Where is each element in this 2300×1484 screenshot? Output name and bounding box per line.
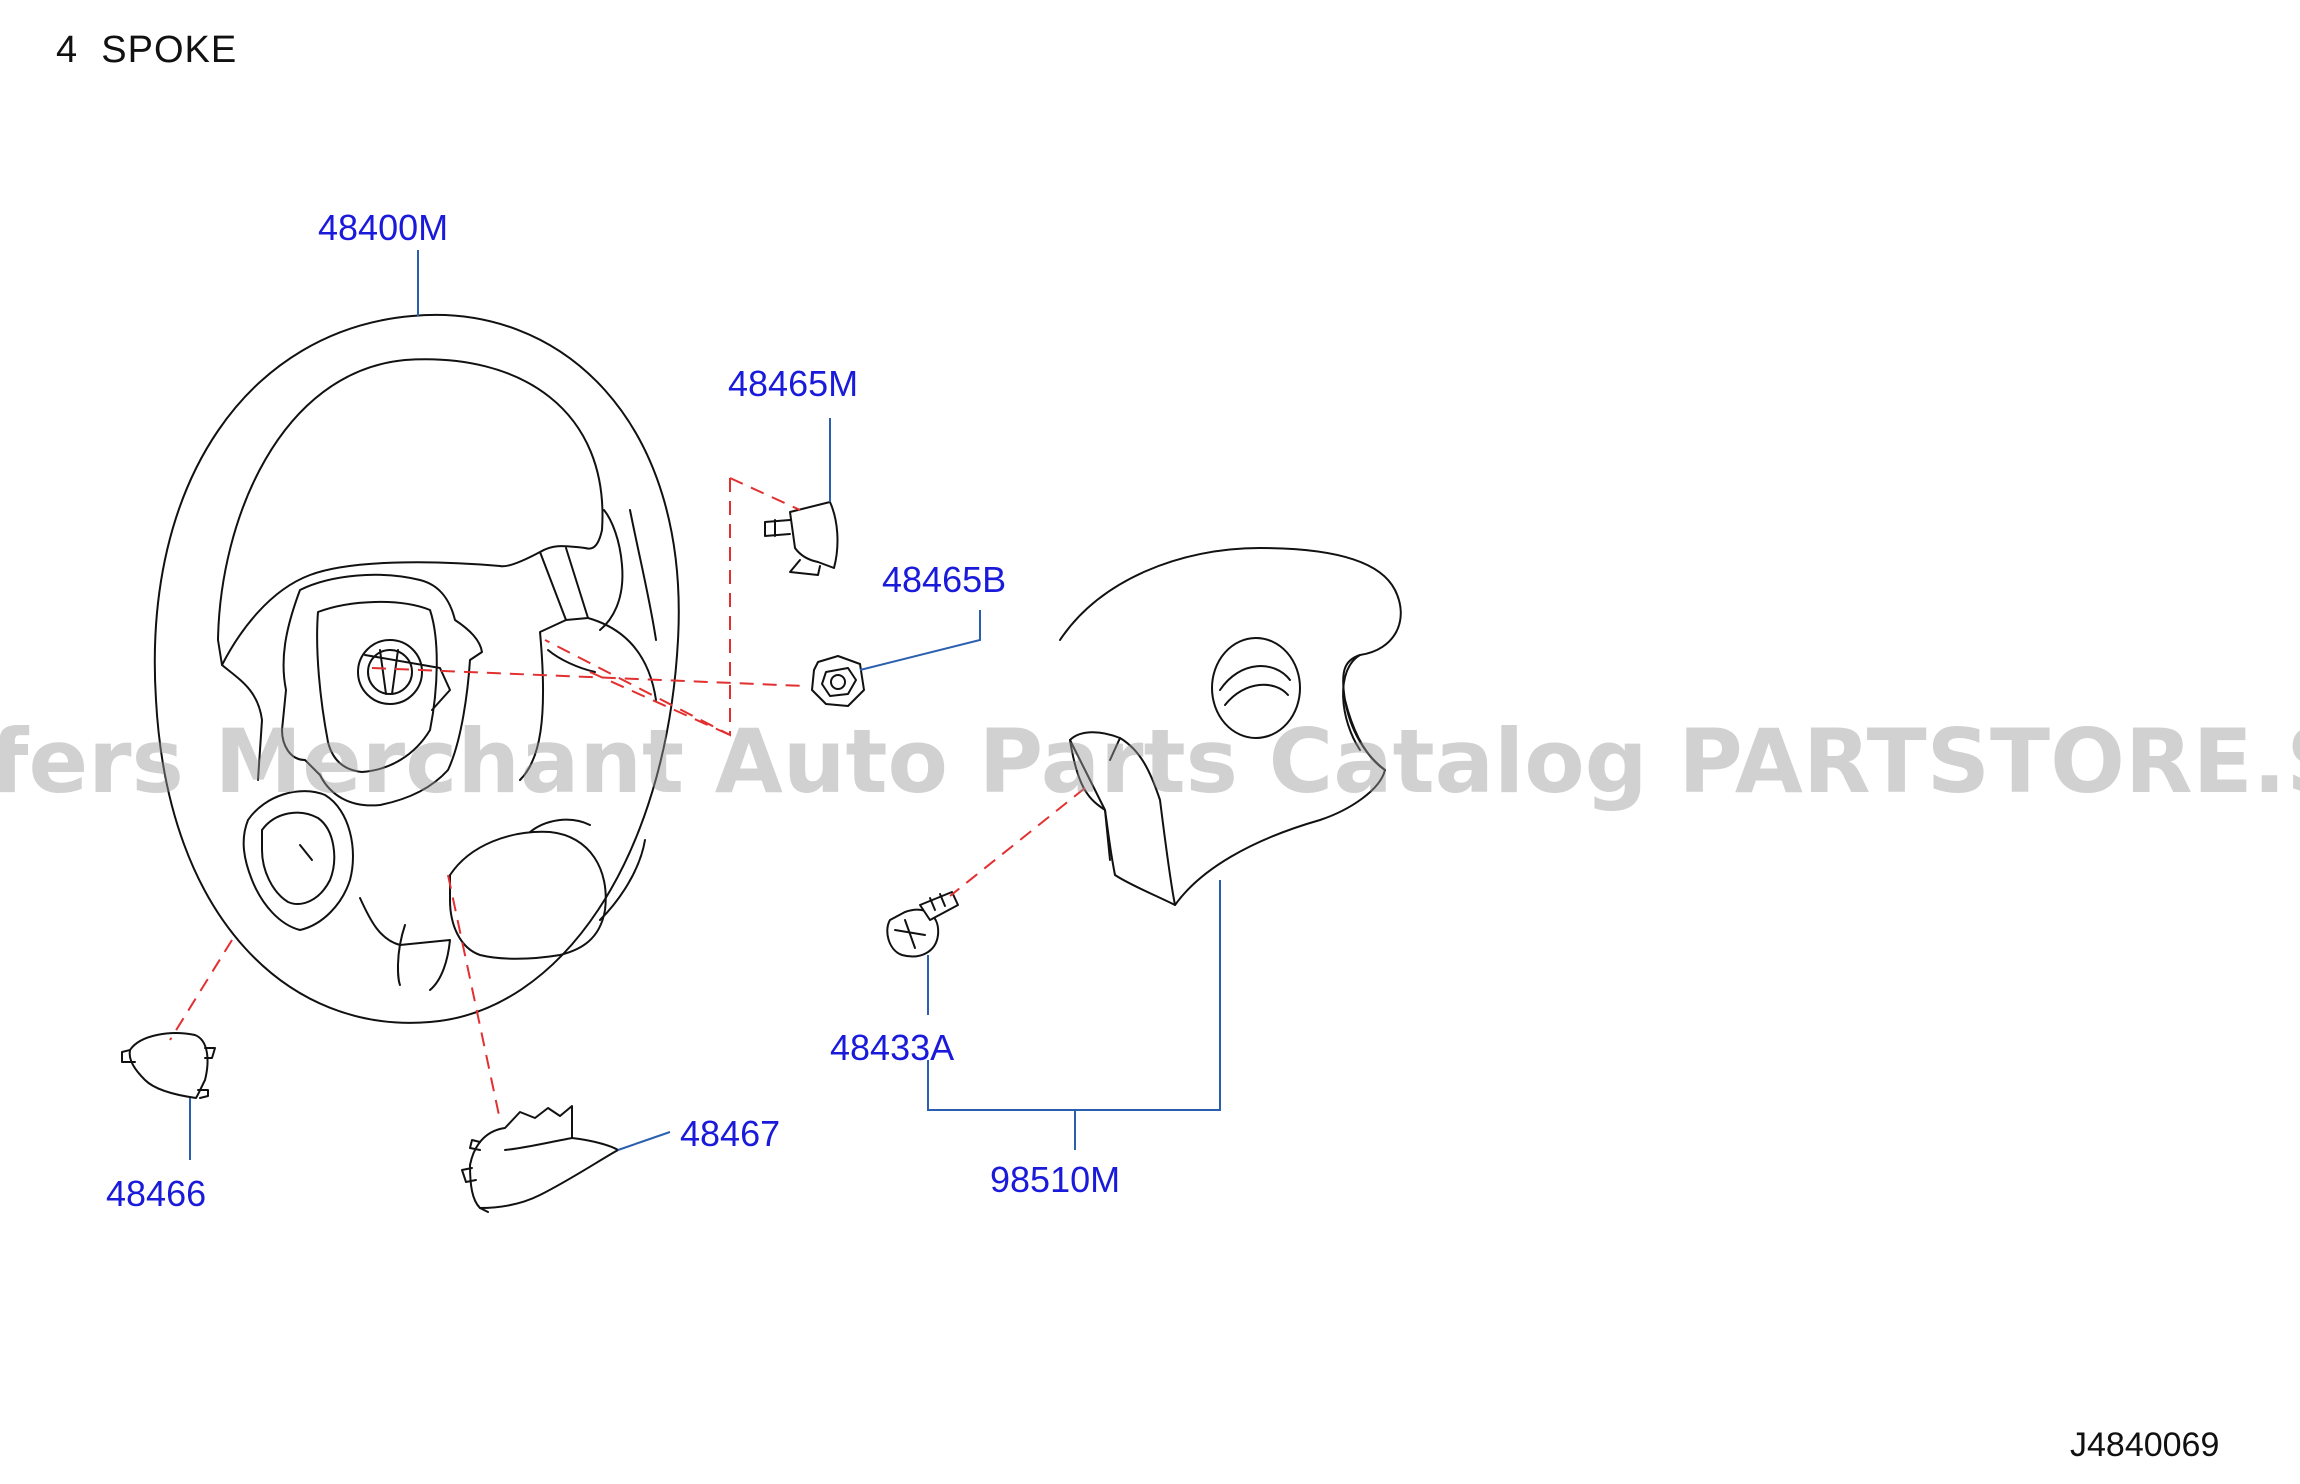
- dashed-connectors: [169, 477, 1086, 1121]
- part-labels: 48400M 48465M 48465B 48466 48467 48433A …: [106, 207, 1120, 1214]
- nut-drawing[interactable]: [811, 655, 865, 707]
- airbag-module-drawing[interactable]: [1059, 547, 1402, 906]
- diagram-title: 4 SPOKE: [56, 29, 237, 71]
- diagram-code: J4840069: [2070, 1426, 2219, 1464]
- part-label-48467[interactable]: 48467: [680, 1113, 780, 1154]
- leader-lines: [189, 250, 1221, 1160]
- bolt-drawing[interactable]: [886, 891, 959, 958]
- part-label-48433a[interactable]: 48433A: [830, 1027, 954, 1068]
- part-label-48400m[interactable]: 48400M: [318, 207, 448, 248]
- steering-wheel-drawing[interactable]: [153, 313, 680, 1024]
- clip-drawing[interactable]: [764, 501, 839, 576]
- part-label-98510m[interactable]: 98510M: [990, 1159, 1120, 1200]
- side-cover-drawing[interactable]: [121, 1032, 216, 1099]
- part-label-48465m[interactable]: 48465M: [728, 363, 858, 404]
- lower-finisher-drawing[interactable]: [461, 1105, 619, 1213]
- part-label-48465b[interactable]: 48465B: [882, 559, 1006, 600]
- part-label-48466[interactable]: 48466: [106, 1173, 206, 1214]
- watermark: Offers Merchant Auto Parts Catalog PARTS…: [0, 710, 2300, 813]
